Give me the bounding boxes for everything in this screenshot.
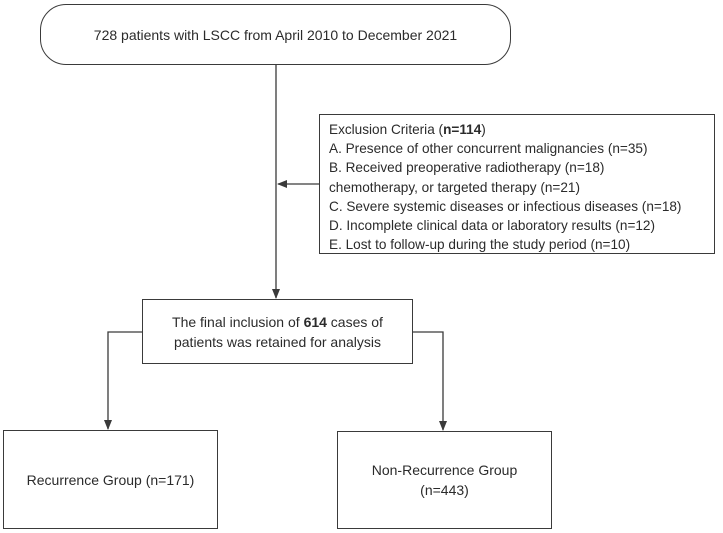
exclusion-criteria-box: Exclusion Criteria (n=114) A. Presence o… (319, 114, 715, 254)
exclusion-item: D. Incomplete clinical data or laborator… (329, 218, 656, 234)
exclusion-title: Exclusion Criteria (n=114) (329, 120, 714, 139)
nonrecurrence-group-box: Non-Recurrence Group (n=443) (337, 431, 552, 529)
initial-patients-text: 728 patients with LSCC from April 2010 t… (93, 26, 458, 43)
exclusion-item: chemotherapy, or targeted therapy (n=21) (329, 179, 580, 195)
exclusion-item: A. Presence of other concurrent malignan… (329, 141, 648, 157)
final-inclusion-suffix: cases of (326, 313, 383, 330)
exclusion-title-suffix: ) (481, 122, 486, 137)
exclusion-count: n=114 (443, 122, 482, 137)
recurrence-branch-arrow (104, 331, 142, 430)
final-inclusion-line1: The final inclusion of 614 cases of (172, 312, 383, 332)
nonrecurrence-group-label: Non-Recurrence Group (371, 462, 518, 478)
initial-patients-box: 728 patients with LSCC from April 2010 t… (40, 4, 511, 65)
exclusion-item: C. Severe systemic diseases or infectiou… (329, 198, 682, 214)
recurrence-group-box: Recurrence Group (n=171) (3, 430, 218, 529)
nonrecurrence-group-count: (n=443) (420, 482, 469, 498)
final-inclusion-box: The final inclusion of 614 cases of pati… (142, 299, 413, 364)
exclusion-title-prefix: Exclusion Criteria ( (329, 122, 444, 137)
nonrecurrence-branch-arrow (413, 331, 447, 431)
final-inclusion-line2: patients was retained for analysis (173, 333, 381, 350)
final-inclusion-prefix: The final inclusion of (172, 313, 304, 330)
recurrence-group-text: Recurrence Group (n=171) (26, 471, 195, 488)
final-inclusion-count: 614 (303, 313, 327, 330)
exclusion-item: E. Lost to follow-up during the study pe… (329, 237, 631, 253)
exclusion-item: B. Received preoperative radiotherapy (n… (329, 160, 605, 176)
